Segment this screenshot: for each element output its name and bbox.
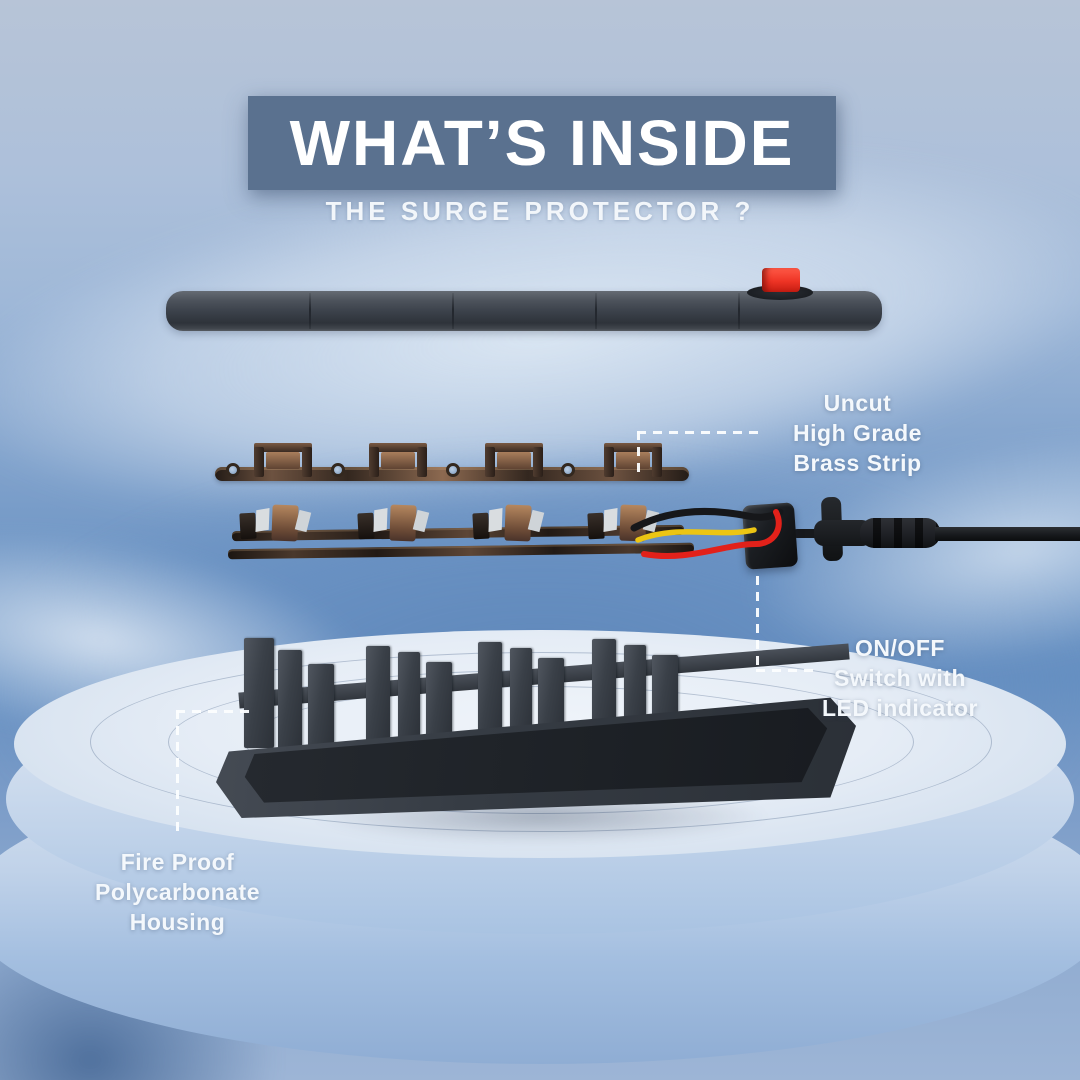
- internal-wires: [630, 508, 784, 560]
- contact-clip: [357, 504, 430, 553]
- black-wire: [630, 508, 784, 532]
- red-power-switch: [762, 268, 800, 292]
- cord-connector-rod: [793, 529, 825, 538]
- cover-seam: [738, 293, 740, 329]
- divider-post: [244, 638, 274, 748]
- housing-callout-label: Fire Proof Polycarbonate Housing: [95, 849, 260, 935]
- switch-callout-label: ON/OFF Switch with LED indicator: [821, 635, 978, 721]
- brass-callout-line-h: [637, 431, 765, 434]
- contact-clip: [239, 504, 312, 553]
- plug-grip: [860, 518, 940, 548]
- strip-hole: [561, 463, 575, 477]
- divider-post: [426, 662, 452, 742]
- brass-callout-line-v: [637, 431, 640, 477]
- power-cord: [935, 527, 1080, 541]
- divider-post: [510, 648, 532, 740]
- brass-bracket: [369, 443, 427, 477]
- strip-hole: [226, 463, 240, 477]
- divider-post: [398, 652, 420, 744]
- yellow-wire: [635, 527, 757, 543]
- divider-post: [366, 646, 390, 748]
- contact-clip: [472, 504, 545, 553]
- strip-hole: [446, 463, 460, 477]
- title-banner: WHAT’S INSIDE: [248, 96, 836, 190]
- brass-bracket: [604, 443, 662, 477]
- brass-bracket: [254, 443, 312, 477]
- brass-bracket: [485, 443, 543, 477]
- switch-callout-line-v: [756, 576, 759, 672]
- page-title: WHAT’S INSIDE: [289, 107, 795, 179]
- housing-callout-line-h: [176, 710, 254, 713]
- page-subtitle: THE SURGE PROTECTOR ?: [325, 196, 755, 226]
- cover-seam: [309, 293, 311, 329]
- switch-callout-line-h: [756, 669, 814, 672]
- divider-post: [478, 642, 502, 744]
- divider-post: [278, 650, 302, 750]
- cover-seam: [595, 293, 597, 329]
- cover-seam: [452, 293, 454, 329]
- brass-callout-label: Uncut High Grade Brass Strip: [793, 390, 922, 476]
- housing-callout-line-v: [176, 710, 179, 838]
- divider-post: [308, 664, 334, 748]
- red-wire: [641, 509, 782, 560]
- divider-post: [624, 645, 646, 735]
- strip-hole: [331, 463, 345, 477]
- pedestal-ring-outer: [90, 652, 992, 832]
